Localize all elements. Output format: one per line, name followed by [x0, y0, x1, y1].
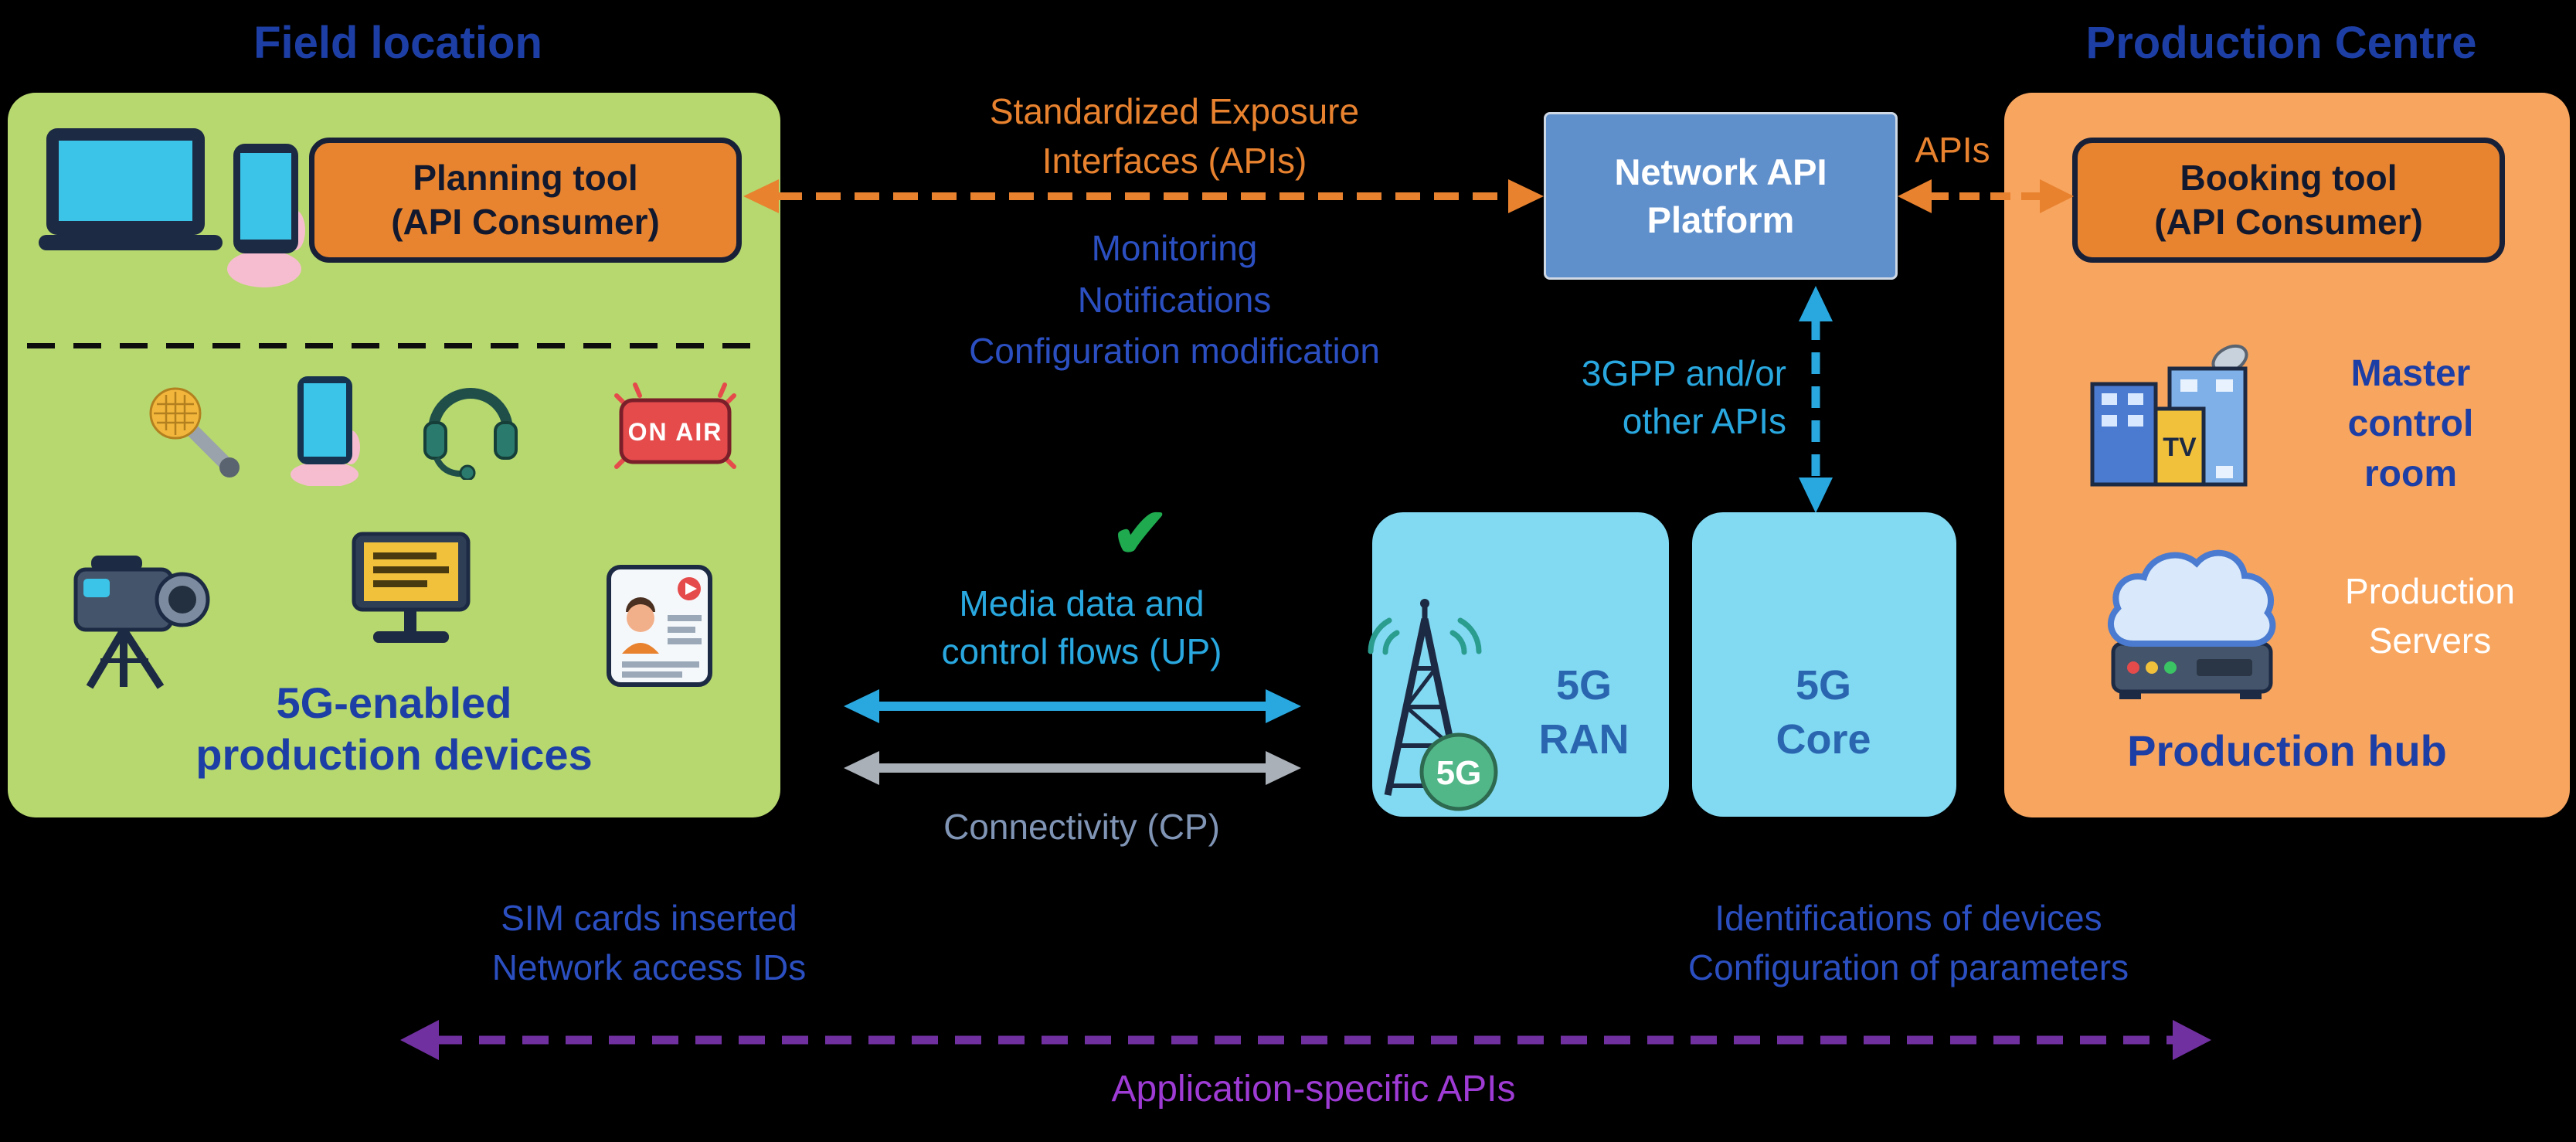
application-apis-arrow: [400, 1020, 2211, 1060]
5g-core-box: [1692, 512, 1956, 817]
teleprompter-icon: [352, 532, 471, 643]
on-air-label: ON AIR: [628, 418, 723, 446]
planning-tool-box: Planning tool (API Consumer): [309, 138, 742, 263]
field-devices-line2: production devices: [195, 730, 593, 780]
sim-line1: SIM cards inserted: [501, 898, 797, 938]
5g-ran-label: 5G RAN: [1503, 658, 1665, 766]
servers-line1: Production: [2345, 571, 2515, 611]
sim-line2: Network access IDs: [491, 947, 807, 988]
laptop-and-phone-icon: [39, 128, 305, 287]
cell-tower-icon: 5G: [1368, 599, 1498, 811]
ran-line2: RAN: [1538, 716, 1630, 763]
media-line1: Media data and: [959, 583, 1205, 624]
media-line2: control flows (UP): [941, 631, 1222, 672]
microphone-icon: [149, 387, 240, 478]
identifications-label: Identifications of devices Configuration…: [1623, 893, 2194, 993]
check-icon: ✔: [1111, 495, 1170, 573]
tv-label: TV: [2163, 433, 2197, 462]
3gpp-apis-label: 3GPP and/or other APIs: [1391, 349, 1786, 445]
on-air-sign-icon: ON AIR: [614, 382, 736, 469]
headset-icon: [423, 388, 518, 480]
application-apis-label: Application-specific APIs: [1111, 1069, 1516, 1110]
monitoring-label: Monitoring: [1091, 228, 1258, 268]
5g-core-label: 5G Core: [1738, 658, 1908, 766]
std-line2: Interfaces (APIs): [1042, 141, 1307, 182]
field-panel-separator: [27, 343, 757, 348]
video-presenter-icon: [607, 565, 712, 687]
config-modification-label: Configuration modification: [969, 331, 1380, 372]
exposure-apis-arrow: [743, 179, 1544, 213]
3gpp-apis-arrow: [1799, 286, 1833, 513]
field-devices-label: 5G-enabled production devices: [46, 677, 742, 780]
media-flow-arrow: [844, 689, 1301, 723]
gpp-line2: other APIs: [1622, 401, 1786, 442]
booking-tool-line1: Booking tool: [2180, 157, 2398, 198]
video-camera-icon: [73, 556, 210, 689]
connectivity-arrow: [844, 751, 1301, 785]
smartphone-in-hand-icon: [291, 376, 360, 486]
production-centre-title: Production Centre: [2085, 18, 2477, 68]
planning-tool-line1: Planning tool: [413, 157, 638, 198]
5g-badge-label: 5G: [1436, 754, 1482, 792]
mcr-line1: Master: [2350, 353, 2471, 394]
production-servers-icon: [2108, 549, 2276, 699]
core-line2: Core: [1776, 716, 1871, 763]
production-hub-label: Production hub: [2127, 726, 2447, 775]
connectivity-label: Connectivity (CP): [943, 807, 1220, 847]
std-line1: Standardized Exposure: [989, 91, 1360, 131]
monitoring-label-group: Monitoring Notifications Configuration m…: [889, 223, 1460, 377]
nap-line2: Platform: [1647, 199, 1795, 240]
core-line1: 5G: [1795, 662, 1852, 709]
mcr-line3: room: [2364, 453, 2457, 495]
mcr-line2: control: [2347, 403, 2474, 444]
field-location-title: Field location: [253, 18, 542, 68]
servers-line2: Servers: [2368, 620, 2492, 661]
production-servers-label: Production Servers: [2302, 566, 2557, 666]
notifications-label: Notifications: [1077, 279, 1272, 320]
master-control-room-label: Master control room: [2279, 349, 2542, 499]
nap-line1: Network API: [1614, 151, 1827, 193]
sim-cards-label: SIM cards inserted Network access IDs: [417, 893, 881, 993]
standardized-exposure-label: Standardized Exposure Interfaces (APIs): [889, 87, 1460, 186]
ident-line1: Identifications of devices: [1715, 898, 2102, 938]
ident-line2: Configuration of parameters: [1687, 947, 2129, 988]
media-data-label: Media data and control flows (UP): [850, 579, 1313, 675]
field-devices-line1: 5G-enabled: [276, 678, 512, 727]
network-api-platform-box: Network API Platform: [1544, 112, 1898, 280]
gpp-line1: 3GPP and/or: [1581, 353, 1786, 393]
booking-apis-arrow: [1898, 179, 2074, 213]
planning-tool-line2: (API Consumer): [391, 202, 660, 242]
ran-line1: 5G: [1555, 662, 1613, 709]
booking-tool-box: Booking tool (API Consumer): [2072, 138, 2505, 263]
booking-tool-line2: (API Consumer): [2154, 202, 2423, 242]
master-control-room-icon: TV: [2090, 344, 2248, 487]
apis-label: APIs: [1915, 130, 1990, 170]
